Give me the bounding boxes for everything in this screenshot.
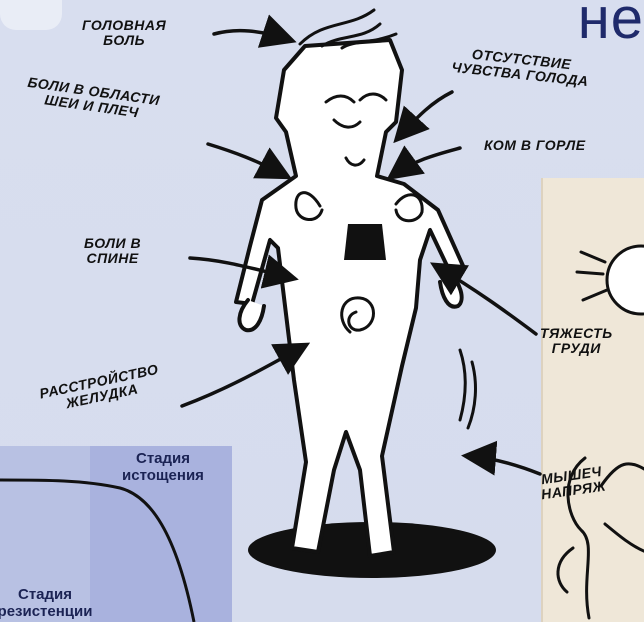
label-chest-heaviness: ТЯЖЕСТЬ ГРУДИ bbox=[540, 326, 613, 357]
resistance-stage-label: Стадия резистенции bbox=[0, 586, 100, 621]
label-throat-lump: КОМ В ГОРЛЕ bbox=[484, 138, 586, 153]
chest-mark bbox=[344, 224, 386, 260]
label-back-pain: БОЛИ В СПИНЕ bbox=[84, 236, 141, 267]
stress-stage-chart-fragment: Стадия истощения Стадия резистенции bbox=[0, 446, 232, 622]
label-headache: ГОЛОВНАЯ БОЛЬ bbox=[82, 18, 166, 49]
exhaustion-stage-label: Стадия истощения bbox=[100, 450, 226, 485]
